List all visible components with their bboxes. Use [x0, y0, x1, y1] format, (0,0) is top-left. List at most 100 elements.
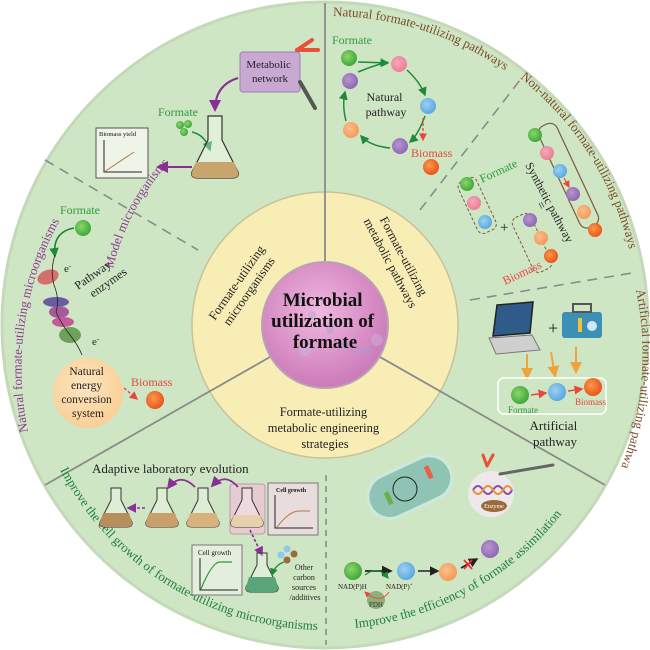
- center-title: Microbial utilization of formate: [271, 290, 379, 353]
- wrench-icon: [298, 80, 317, 110]
- enzyme-blob: [481, 500, 507, 512]
- intermediate-peach: [343, 122, 359, 138]
- pliers-icon: [481, 453, 495, 468]
- mod1-pink: [467, 196, 481, 210]
- artificial-pathway-box: [497, 377, 607, 415]
- efficiency-panel: Enzyme NAD(P)H NAD(P)+ FDH: [338, 453, 555, 609]
- flask-4: [230, 487, 264, 528]
- syn-peach: [577, 205, 591, 219]
- cycle-arrow: [359, 134, 391, 149]
- divider-right: [379, 356, 606, 486]
- nadph-label: NAD(P)H: [338, 583, 367, 591]
- intermediate-purple: [481, 540, 499, 558]
- flask-2: [145, 487, 179, 528]
- intermediate-pink: [391, 56, 407, 72]
- syn-orange: [588, 223, 602, 237]
- intermediate-blue: [397, 562, 415, 580]
- enzyme-2: [43, 297, 69, 307]
- biomass-molecule: [423, 159, 439, 175]
- formate-label: Formate: [158, 105, 198, 119]
- dashed-divider-right: [469, 271, 639, 301]
- enzyme-label: Enzyme: [484, 504, 504, 510]
- metabolic-network-box: [239, 51, 301, 93]
- metabolic-network-label: Metabolic network: [246, 59, 293, 85]
- dashed-divider-left: [44, 159, 199, 251]
- formate-molecules: [176, 120, 192, 136]
- other-carbon-molecules: [277, 545, 298, 564]
- red-arrow: [530, 389, 548, 399]
- syn-purple: [566, 187, 580, 201]
- plus-sign: +: [548, 318, 558, 338]
- arrow-network-to-flask: [209, 77, 239, 112]
- biomass-label: Biomass: [575, 397, 607, 407]
- dna-strand: [472, 485, 513, 495]
- formate-label: Formate: [332, 33, 372, 47]
- blocked-x-icon: [463, 559, 473, 570]
- intermediate-purple: [392, 138, 408, 154]
- energy-conversion-system: [53, 358, 123, 428]
- cell-growth-chart-small: Cell growth: [267, 482, 319, 536]
- cycle-arrow: [408, 115, 426, 143]
- formate-label: Formate: [60, 203, 100, 217]
- flask-3: [186, 487, 220, 528]
- fdh-arrow: [364, 591, 390, 599]
- intermediate-blue: [420, 98, 436, 114]
- ale-title: Adaptive laboratory evolution: [92, 461, 249, 476]
- biomass-label: Biomass: [131, 375, 173, 389]
- enzyme-3: [49, 306, 69, 318]
- gene-red: [423, 465, 434, 480]
- electron-label-top: e-: [64, 262, 72, 275]
- arrow-to-biomass: [123, 387, 139, 400]
- fdh-enzyme: [367, 591, 385, 609]
- plasmid: [392, 476, 418, 502]
- mod1-formate: [460, 177, 474, 191]
- arrow-formate-to-flask: [191, 131, 213, 152]
- syn-blue: [553, 164, 567, 178]
- artificial-pathways-panel: + Formate Biomass Artificial pathway: [488, 301, 607, 449]
- ale-arrow: [210, 475, 239, 488]
- flask-1: [99, 487, 133, 528]
- intermediate-blue: [548, 383, 566, 401]
- intermediate-purple-2: [342, 73, 358, 89]
- red-arrow: [567, 385, 584, 395]
- biomass-yield-chart: Biomass yield: [95, 127, 149, 179]
- ale-panel: Adaptive laboratory evolution Cell growt…: [92, 461, 321, 602]
- biomass-molecule: [584, 378, 602, 396]
- model-microorganisms-panel: Metabolic network Formate Biomass yield: [95, 38, 320, 179]
- biomass-label: Biomass: [411, 146, 453, 160]
- flask-green: [245, 552, 279, 593]
- syn-formate: [528, 128, 542, 142]
- mod1-blue: [478, 215, 492, 229]
- artificial-pathway-label: Artificial pathway: [530, 418, 581, 449]
- dashed-divider-upper-right: [419, 79, 521, 211]
- laptop-icon: [488, 301, 541, 355]
- formate-label: Formate: [508, 405, 538, 415]
- formate-molecule: [511, 386, 529, 404]
- module-box-1: [457, 176, 497, 235]
- toolbox-icon: [562, 303, 602, 338]
- enzyme-4: [52, 317, 74, 327]
- cell-growth-chart-large: Cell growth: [191, 544, 243, 596]
- gene-green: [383, 491, 394, 506]
- formate-molecule: [344, 562, 362, 580]
- cycle-arrow: [357, 61, 389, 73]
- mod2-peach: [534, 231, 548, 245]
- arrow-formate-in: [49, 227, 75, 258]
- label-strategies: Formate-utilizing metabolic engineering …: [268, 405, 383, 451]
- chart-title: Biomass yield: [99, 131, 137, 138]
- orange-arrow: [547, 351, 560, 378]
- center-disk: [261, 261, 389, 389]
- fdh-label: FDH: [369, 601, 383, 609]
- flask-icon: [191, 115, 239, 179]
- other-carbon-label: Other carbon sources /additives: [289, 563, 320, 602]
- formate-molecule: [75, 220, 91, 236]
- natural-pathways-panel: Formate Natural pathway Biomass: [332, 33, 453, 175]
- cofactor-arrow: [364, 570, 389, 579]
- wrench-icon: [498, 463, 555, 476]
- formate-molecule: [341, 50, 357, 66]
- chart-title: Cell growth: [198, 549, 232, 557]
- arrow-additives: [270, 561, 285, 577]
- intermediate-peach: [439, 563, 457, 581]
- electron-label-bottom: e-: [92, 335, 100, 348]
